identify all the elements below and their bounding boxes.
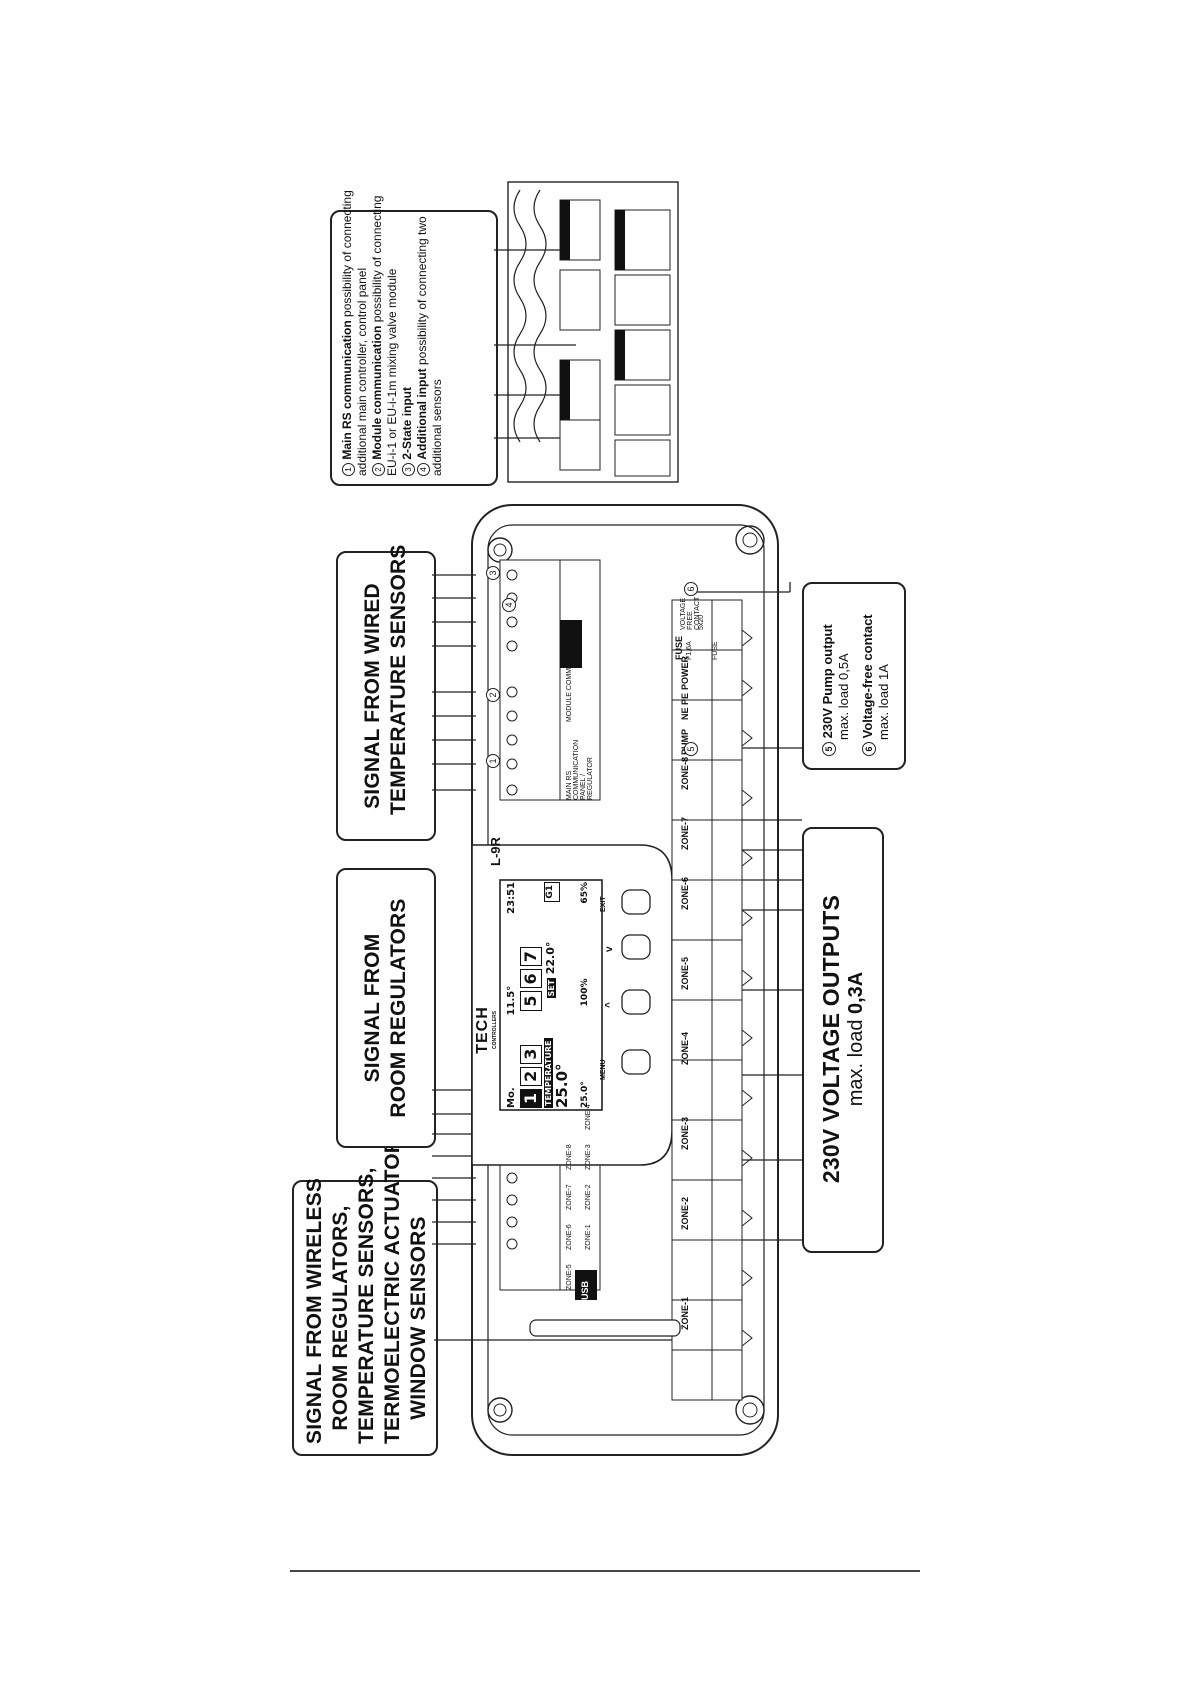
callout-pump-and-contact: 5 230V Pump output max. load 0,5A 6 Volt… — [802, 582, 906, 770]
zone-output-label: ZONE-8 — [680, 756, 690, 790]
lcd-screen: Mo. 11.5° 23:51 1 2 3 5 6 7 TEMPERATURE … — [502, 882, 600, 1108]
zone-output-label: ZONE-6 — [680, 876, 690, 910]
exit-button[interactable]: EXIT — [600, 896, 607, 912]
callout-230v-voltage-outputs: 230V VOLTAGE OUTPUTS max. load 0,3A — [802, 827, 884, 1253]
lcd-zone: 5 — [520, 991, 542, 1011]
page-divider — [290, 1570, 920, 1572]
badge-1-icon: 1 — [486, 754, 500, 768]
callout-inputs-legend: 1 Main RS communication possibility of c… — [330, 190, 498, 486]
model-label: L-9R — [488, 837, 503, 866]
fuse-sub: FUSE — [712, 641, 719, 660]
menu-button[interactable]: MENU — [600, 1059, 607, 1080]
power-label: POWER — [680, 655, 690, 690]
tech-logo: TECH CONTROLLERS — [474, 1000, 498, 1060]
main-rs-communication-label: MAIN RS COMMUNICATION PANEL / REGULATOR — [566, 739, 594, 800]
lcd-zone: 2 — [520, 1066, 542, 1086]
zone-output-label: ZONE-7 — [680, 816, 690, 850]
lcd-zone: 6 — [520, 969, 542, 989]
zone-output-label: ZONE-4 — [680, 1031, 690, 1065]
usb-label: USB — [580, 1280, 590, 1300]
contact-label: VOLTAGE FREE CONTACT — [680, 596, 701, 630]
lcd-zone-badge: G1 — [544, 882, 560, 902]
up-button[interactable]: ^ — [604, 1002, 615, 1008]
lcd-zone: 3 — [520, 1044, 542, 1064]
brand-subtitle: CONTROLLERS — [492, 1010, 498, 1050]
top-zone-label: ZONE-2 — [585, 1184, 592, 1210]
lcd-mode-label: TEMPERATURE — [544, 1038, 553, 1108]
top-zone-label: ZONE-3 — [585, 1144, 592, 1170]
lcd-outdoor-temp: 11.5° — [505, 985, 517, 1016]
top-zone-label: ZONE-5 — [566, 1264, 573, 1290]
module-communication-label: MODULE COMMUNICATION — [566, 629, 573, 722]
badge-3-icon: 3 — [486, 566, 500, 580]
badge-5-icon: 5 — [684, 742, 698, 756]
zone-output-label: ZONE-5 — [680, 956, 690, 990]
lcd-set-label: SET — [547, 977, 556, 999]
lcd-day: Mo. — [505, 1087, 517, 1108]
callout-room-regulators: SIGNAL FROM ROOM REGULATORS — [336, 868, 436, 1148]
zone-output-label: ZONE-1 — [680, 1296, 690, 1330]
top-zone-label: ZONE-4 — [585, 1104, 592, 1130]
lcd-zone: 1 — [520, 1088, 542, 1108]
top-zone-label: ZONE-7 — [566, 1184, 573, 1210]
zone-output-label: ZONE-2 — [680, 1196, 690, 1230]
lcd-set-temp: 22.0° — [544, 941, 557, 975]
fuse-rating: F1,6A — [686, 641, 693, 660]
badge-4-icon: 4 — [502, 598, 516, 612]
top-zone-label: ZONE-1 — [585, 1224, 592, 1250]
badge-6-icon: 6 — [684, 582, 698, 596]
ne-pe-label: NE PE — [680, 692, 690, 720]
lcd-current-temp: 25.0° — [553, 1063, 571, 1108]
lcd-signal: 100% — [580, 978, 590, 1007]
lcd-zone: 7 — [520, 947, 542, 967]
lcd-time: 23:51 — [505, 882, 517, 914]
brand-name: TECH — [474, 1006, 491, 1054]
callout-wireless-signals: SIGNAL FROM WIRELESS ROOM REGULATORS, TE… — [292, 1118, 438, 1456]
top-zone-label: ZONE-8 — [566, 1144, 573, 1170]
lcd-humidity: 65% — [580, 882, 590, 904]
down-button[interactable]: v — [604, 946, 615, 952]
top-zone-label: ZONE-6 — [566, 1224, 573, 1250]
fuse-label: FUSE — [674, 635, 684, 660]
badge-2-icon: 2 — [486, 688, 500, 702]
zone-output-label: ZONE-3 — [680, 1116, 690, 1150]
callout-wired-temperature-sensors: SIGNAL FROM WIRED TEMPERATURE SENSORS — [336, 544, 436, 841]
